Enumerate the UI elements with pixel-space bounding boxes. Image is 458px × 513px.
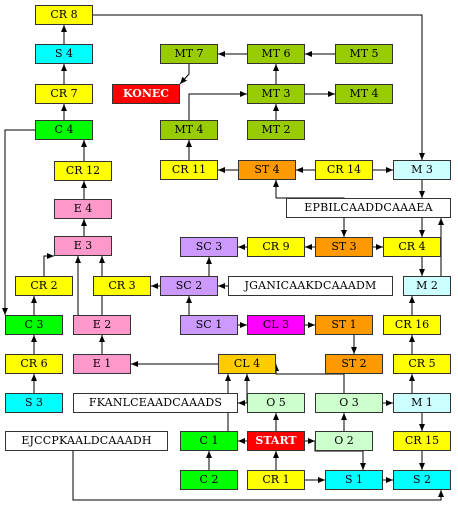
node-st3: ST 3 <box>315 237 373 257</box>
node-cr15: CR 15 <box>393 431 451 451</box>
node-s1: S 1 <box>325 470 383 490</box>
node-start: START <box>247 431 305 451</box>
node-cl3: CL 3 <box>247 315 305 335</box>
node-code-left: EJCCPKAALDCAAADH <box>5 431 168 451</box>
node-cr11: CR 11 <box>160 160 218 180</box>
node-cr9: CR 9 <box>247 237 305 257</box>
node-cr1: CR 1 <box>247 470 305 490</box>
node-sc3: SC 3 <box>180 237 238 257</box>
connector-line <box>179 64 190 85</box>
node-cr6: CR 6 <box>5 354 63 374</box>
node-s4: S 4 <box>35 44 93 64</box>
node-m2: M 2 <box>403 276 451 296</box>
node-sc2: SC 2 <box>160 276 218 296</box>
node-m3: M 3 <box>393 160 451 180</box>
node-e3: E 3 <box>54 236 112 256</box>
node-cr12: CR 12 <box>54 161 112 181</box>
node-cl4: CL 4 <box>218 354 276 374</box>
node-sc1: SC 1 <box>180 315 238 335</box>
node-cr3: CR 3 <box>93 276 151 296</box>
node-mt5: MT 5 <box>335 44 393 64</box>
node-cr2: CR 2 <box>15 276 73 296</box>
node-st4: ST 4 <box>238 160 296 180</box>
node-konec: KONEC <box>112 84 180 104</box>
node-st2: ST 2 <box>325 354 383 374</box>
node-mt4-left: MT 4 <box>160 120 218 140</box>
node-o3: O 3 <box>315 393 383 413</box>
node-s3: S 3 <box>5 393 63 413</box>
node-c4: C 4 <box>35 120 93 140</box>
node-code-mid: JGANICAAKDCAAADM <box>228 276 393 296</box>
node-o5: O 5 <box>247 393 305 413</box>
node-s2: S 2 <box>393 470 451 490</box>
node-o2: O 2 <box>315 431 373 451</box>
node-cr5: CR 5 <box>393 354 451 374</box>
node-e1: E 1 <box>73 354 131 374</box>
node-st1: ST 1 <box>315 315 373 335</box>
node-mt2: MT 2 <box>247 120 305 140</box>
node-cr7: CR 7 <box>35 84 93 104</box>
node-e2: E 2 <box>73 315 131 335</box>
connector-line <box>188 91 247 120</box>
node-c3: C 3 <box>5 315 63 335</box>
node-mt7: MT 7 <box>160 44 218 64</box>
node-cr16: CR 16 <box>383 315 441 335</box>
node-code-top: EPBILCAADDCAAAEA <box>286 198 451 218</box>
node-cr4: CR 4 <box>383 237 441 257</box>
node-code-low: FKANLCEAADCAAADS <box>73 393 238 413</box>
node-cr8: CR 8 <box>35 5 93 25</box>
connector-line <box>43 253 54 276</box>
node-cr14: CR 14 <box>315 160 373 180</box>
node-mt3: MT 3 <box>247 84 305 104</box>
node-e4: E 4 <box>54 199 112 219</box>
node-m1: M 1 <box>393 393 451 413</box>
node-mt4-right: MT 4 <box>335 84 393 104</box>
node-c2: C 2 <box>180 470 238 490</box>
node-mt6: MT 6 <box>247 44 305 64</box>
node-c1: C 1 <box>180 431 238 451</box>
